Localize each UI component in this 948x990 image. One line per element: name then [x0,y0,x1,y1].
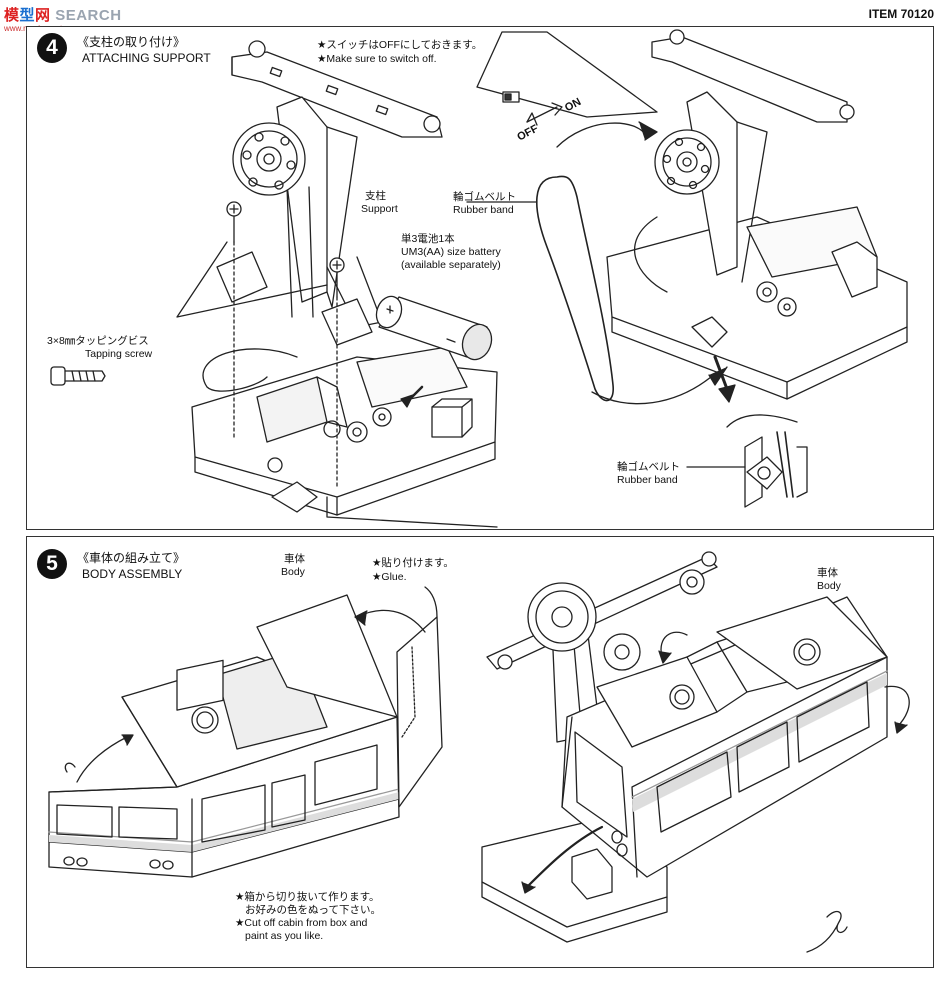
support-label-jp: 支柱 [365,190,386,202]
glue-note-jp: ★貼り付けます。 [372,557,454,569]
step5-panel: 5 《車体の組み立て》 BODY ASSEMBLY 車体 Body ★貼り付けま… [26,536,934,968]
step4-title-jp: 《支柱の取り付け》 [77,35,186,49]
battery-label-jp: 単3電池1本 [401,233,455,245]
body-label-jp: 車体 [284,553,305,565]
body-label-en: Body [281,566,305,578]
step5-title-en: BODY ASSEMBLY [82,567,183,581]
tapping-screws [51,202,344,487]
support-label-en: Support [361,203,398,215]
glue-note-en: ★Glue. [372,571,407,583]
watermark-logo: 模型网 SEARCH [4,4,122,25]
rubber-band-zoom-label-en: Rubber band [617,474,678,486]
item-number: ITEM 70120 [868,7,934,21]
logo-search-text: SEARCH [55,7,122,24]
cut-note-en2: paint as you like. [245,930,324,942]
logo-char-2: 型 [19,7,36,24]
base-plate-left [192,347,497,527]
step4-illustration [27,27,933,529]
cut-note-en1: ★Cut off cabin from box and [235,917,368,929]
cabin-mounted [482,537,909,952]
cut-note-jp2: お好みの色をぬって下さい。 [245,904,381,916]
cut-note-jp1: ★箱から切り抜いて作ります。 [235,891,380,903]
support-tower [217,41,442,345]
rubber-band-loop [467,176,613,400]
step4-badge: 4 [37,33,67,63]
step5-illustration [27,537,933,967]
step4-panel: 4 《支柱の取り付け》 ATTACHING SUPPORT ★スイッチはOFFに… [26,26,934,530]
step4-title-en: ATTACHING SUPPORT [82,51,211,65]
switch-detail [477,32,657,125]
body2-label-jp: 車体 [817,567,838,579]
switch-note-en: ★Make sure to switch off. [317,53,437,65]
battery-label-en2: (available separately) [401,259,501,271]
switch-note-jp: ★スイッチはOFFにしておきます。 [317,39,483,51]
step5-badge: 5 [37,549,67,579]
battery [372,293,496,407]
rubber-band-label-jp: 輪ゴムベルト [453,191,516,203]
cabin-unfolded [49,587,442,877]
right-assembly [557,30,907,404]
battery-label-en1: UM3(AA) size battery [401,246,501,258]
logo-char-3: 网 [35,7,51,24]
screw-label-jp: 3×8㎜タッピングビス [47,335,149,347]
logo-char-1: 模 [4,7,20,24]
screw-label-en: Tapping screw [85,348,153,360]
rubber-band-zoom [687,415,807,507]
body2-label-en: Body [817,580,841,592]
rubber-band-zoom-label-jp: 輪ゴムベルト [617,461,680,473]
rubber-band-label-en: Rubber band [453,204,514,216]
step5-title-jp: 《車体の組み立て》 [77,551,186,565]
